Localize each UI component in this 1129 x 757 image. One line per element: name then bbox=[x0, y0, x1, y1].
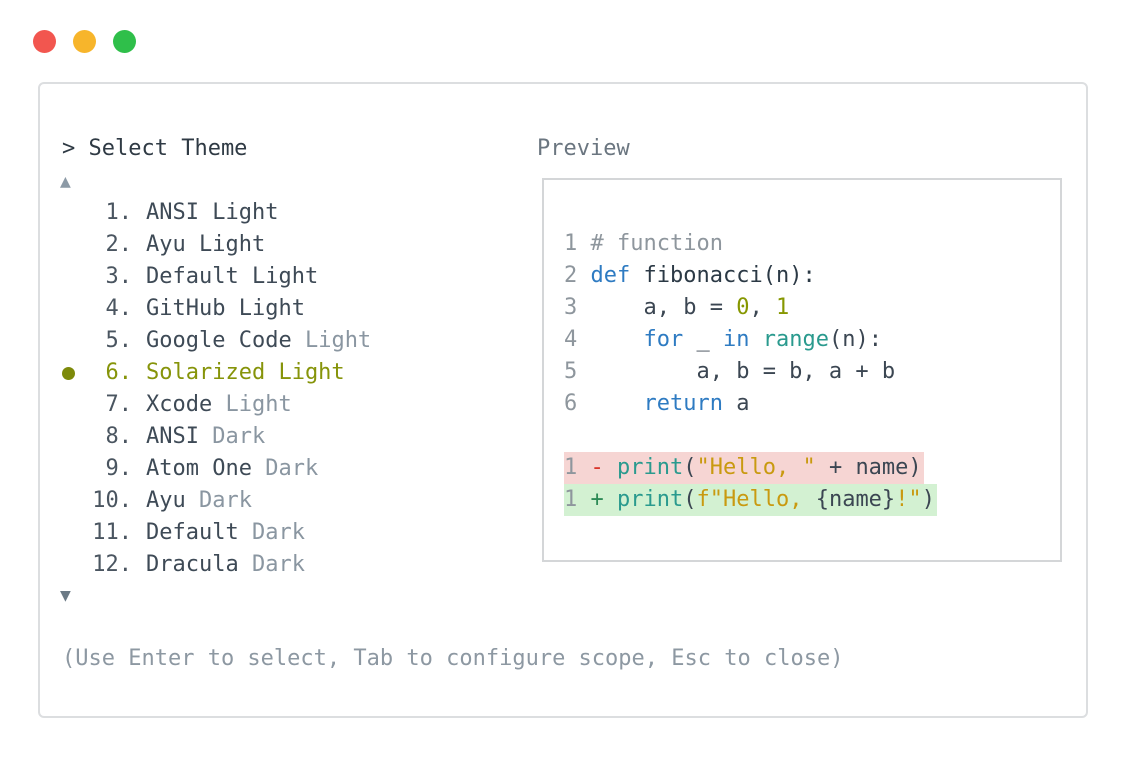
code-line: 1 # function bbox=[564, 231, 723, 256]
diff-added-line: 1 + print(f"Hello, {name}!") bbox=[564, 484, 937, 516]
window-controls bbox=[33, 30, 136, 53]
theme-name: Xcode Light bbox=[146, 392, 292, 417]
theme-dialog: > Select Theme ▲ 1. ANSI Light 2. Ayu Light… bbox=[38, 82, 1088, 718]
maximize-window-button[interactable] bbox=[113, 30, 136, 53]
theme-name: Default Light bbox=[146, 264, 319, 289]
scroll-down-arrow-icon[interactable]: ▼ bbox=[60, 585, 71, 606]
theme-number: 6. bbox=[105, 360, 133, 385]
theme-name: GitHub Light bbox=[146, 296, 305, 321]
theme-number: 9. bbox=[105, 456, 133, 481]
preview-label: Preview bbox=[537, 136, 630, 161]
theme-number: 11. bbox=[92, 520, 132, 545]
theme-number: 5. bbox=[105, 328, 133, 353]
code-spacer bbox=[564, 420, 937, 452]
dialog-title: > Select Theme bbox=[62, 136, 248, 161]
theme-number: 4. bbox=[105, 296, 133, 321]
theme-name: Google Code Light bbox=[146, 328, 372, 353]
theme-number: 8. bbox=[105, 424, 133, 449]
code-line: 3 a, b = 0, 1 bbox=[564, 295, 790, 320]
theme-number: 10. bbox=[92, 488, 132, 513]
code-preview: 1 # function 2 def fibonacci(n): 3 a, b … bbox=[564, 228, 937, 516]
theme-name: Dracula Dark bbox=[146, 552, 305, 577]
diff-removed-line: 1 - print("Hello, " + name) bbox=[564, 452, 937, 484]
theme-number: 2. bbox=[105, 232, 133, 257]
theme-name: Atom One Dark bbox=[146, 456, 319, 481]
theme-name: Ayu Dark bbox=[146, 488, 252, 513]
preview-panel: 1 # function 2 def fibonacci(n): 3 a, b … bbox=[542, 178, 1062, 562]
code-line: 2 def fibonacci(n): bbox=[564, 263, 816, 288]
minimize-window-button[interactable] bbox=[73, 30, 96, 53]
theme-name: ANSI Light bbox=[146, 200, 279, 225]
code-line: 6 return a bbox=[564, 391, 750, 416]
theme-number: 12. bbox=[92, 552, 132, 577]
scroll-up-arrow-icon[interactable]: ▲ bbox=[60, 171, 71, 192]
theme-number: 1. bbox=[105, 200, 133, 225]
close-window-button[interactable] bbox=[33, 30, 56, 53]
code-line: 5 a, b = b, a + b bbox=[564, 359, 896, 384]
selected-indicator-icon bbox=[62, 367, 75, 380]
theme-name: Default Dark bbox=[146, 520, 305, 545]
help-hint: (Use Enter to select, Tab to configure s… bbox=[62, 646, 844, 671]
theme-name: ANSI Dark bbox=[146, 424, 266, 449]
theme-name: Ayu Light bbox=[146, 232, 266, 257]
code-line: 4 for _ in range(n): bbox=[564, 327, 882, 352]
theme-number: 3. bbox=[105, 264, 133, 289]
theme-number: 7. bbox=[105, 392, 133, 417]
theme-name: Solarized Light bbox=[146, 360, 345, 385]
